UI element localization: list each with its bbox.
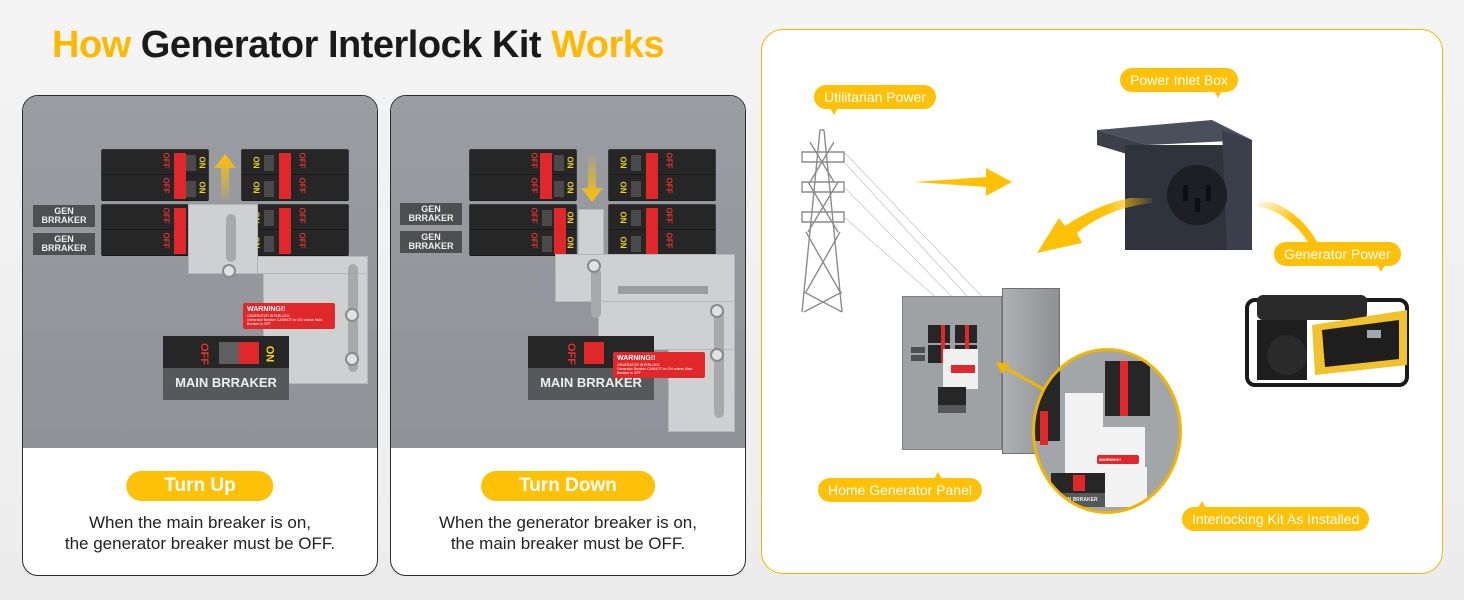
step-card-turn-up: OFF OFF ON ON ON ON OFF OFF OFF OFF bbox=[22, 95, 378, 576]
turn-down-badge: Turn Down bbox=[481, 471, 655, 501]
gen-breaker-label: GEN BRRAKER bbox=[400, 231, 462, 253]
interlocking-kit-tag: Interlocking Kit As Installed bbox=[1182, 501, 1370, 531]
curved-arrow-icon bbox=[1037, 198, 1152, 253]
interlock-plate bbox=[188, 204, 258, 274]
bolt-icon bbox=[710, 304, 724, 318]
breaker-panel-illustration: OFF OFF ON ON ON ON OFF OFF OFF OFF bbox=[23, 96, 377, 448]
gen-breaker-label: GEN BRRAKER bbox=[400, 203, 462, 225]
warning-label: WARNING!! GENERATOR INTERLOCK Generator … bbox=[613, 352, 705, 378]
interlock-plate bbox=[578, 209, 604, 255]
bolt-icon bbox=[222, 264, 236, 278]
breaker: ON ON OFF OFF bbox=[241, 204, 349, 256]
warning-label: WARNING!! GENERATOR INTERLOCK Generator … bbox=[243, 303, 335, 329]
gen-breaker-label: GEN BRRAKER bbox=[33, 205, 95, 227]
breaker: OFF OFF ON ON bbox=[469, 149, 577, 201]
bolt-icon bbox=[710, 348, 724, 362]
breaker-panel-illustration: OFF OFF ON ON ON ON OFF OFF OFF OFF ON bbox=[391, 96, 745, 448]
generator-power-tag: Generator Power bbox=[1274, 242, 1401, 272]
generator-breaker: OFF OFF ON ON bbox=[469, 204, 577, 256]
arrow-down-icon bbox=[581, 156, 603, 202]
interlock-kit-closeup: WARNING!! MAIN BRRAKER bbox=[1032, 348, 1182, 514]
breaker: ON ON OFF OFF bbox=[241, 149, 349, 201]
utilitarian-power-tag: Utilitarian Power bbox=[814, 85, 936, 115]
bolt-icon bbox=[587, 259, 601, 273]
page-title: How Generator Interlock Kit Works bbox=[52, 24, 665, 66]
gen-breaker-label: GEN BRRAKER bbox=[33, 233, 95, 255]
closeup-warning-label: WARNING!! bbox=[1097, 455, 1139, 464]
generator-icon bbox=[1245, 295, 1409, 387]
closeup-main-breaker-label: MAIN BRRAKER bbox=[1051, 493, 1105, 507]
bolt-icon bbox=[345, 308, 359, 322]
installation-diagram: Utilitarian Power Power Inlet Box Genera… bbox=[761, 29, 1443, 574]
arrow-up-icon bbox=[214, 154, 236, 200]
arrow-right-icon bbox=[914, 168, 1012, 196]
home-generator-panel-tag: Home Generator Panel bbox=[818, 472, 982, 502]
step-description: When the main breaker is on, the generat… bbox=[64, 513, 336, 553]
turn-up-badge: Turn Up bbox=[126, 471, 274, 501]
power-tower-icon bbox=[801, 129, 993, 313]
main-breaker: OFF ON MAIN BRRAKER bbox=[163, 336, 289, 400]
power-inlet-box-tag: Power Inlet Box bbox=[1120, 68, 1239, 98]
bolt-icon bbox=[345, 352, 359, 366]
step-card-turn-down: OFF OFF ON ON ON ON OFF OFF OFF OFF ON bbox=[390, 95, 746, 576]
breaker: ON ON OFF OFF bbox=[608, 204, 716, 256]
home-generator-panel bbox=[902, 296, 1002, 450]
breaker: OFF OFF ON ON bbox=[101, 149, 209, 201]
curved-line-icon bbox=[1257, 202, 1321, 252]
step-description: When the generator breaker is on, the ma… bbox=[439, 513, 697, 553]
main-breaker-label: MAIN BRRAKER bbox=[528, 368, 654, 400]
main-breaker-label: MAIN BRRAKER bbox=[163, 368, 289, 400]
breaker: ON ON OFF OFF bbox=[608, 149, 716, 201]
